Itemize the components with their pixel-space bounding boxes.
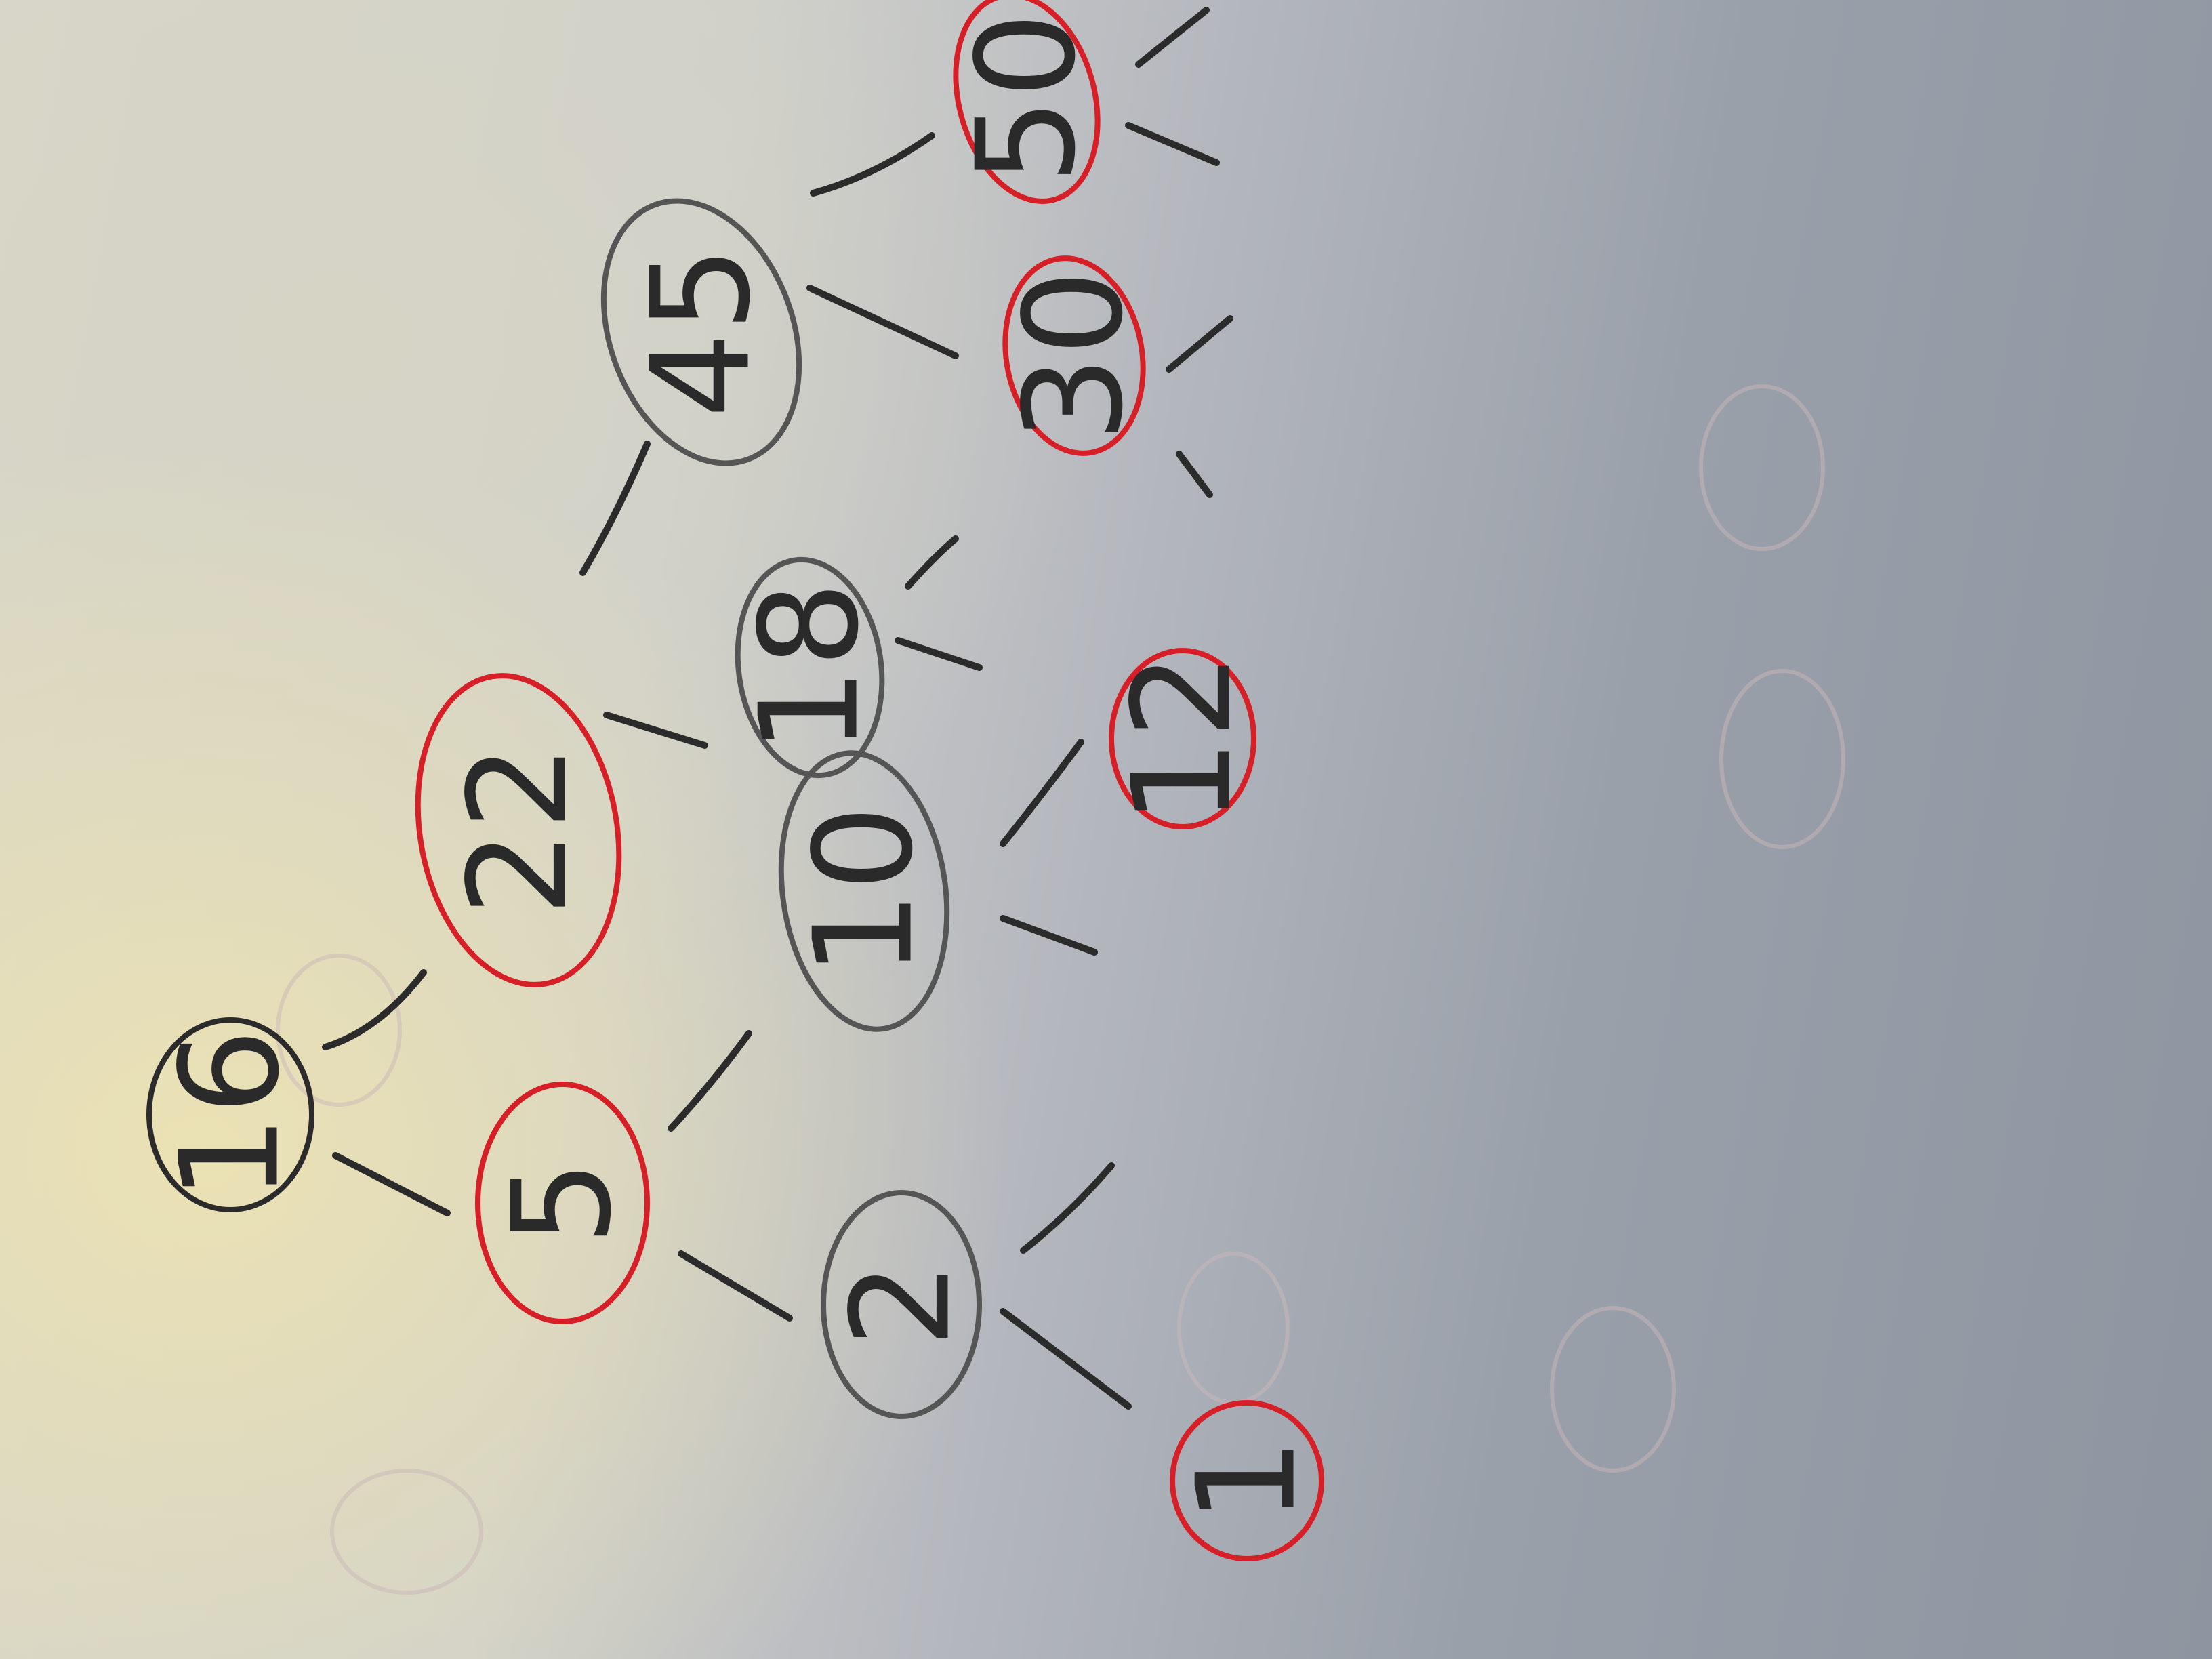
- node-10-circle: [778, 750, 950, 1032]
- node-5-label: 5: [484, 1160, 642, 1246]
- edge-30-stub-left: [1166, 315, 1233, 373]
- node-45-label: 45: [623, 246, 781, 419]
- node-22-label: 22: [440, 744, 598, 917]
- node-50-label: 50: [948, 12, 1106, 185]
- edge-22-45: [579, 441, 651, 576]
- node-2-circle: [821, 1190, 982, 1419]
- node-1-label: 1: [1168, 1437, 1326, 1523]
- edge-50-stub-left: [1135, 7, 1210, 68]
- edge-16-22: [322, 969, 427, 1050]
- edge-50-stub-right: [1125, 122, 1220, 166]
- node-12-label: 12: [1104, 653, 1262, 825]
- faint-backside-marks: [276, 384, 1845, 1595]
- node-18-circle: [735, 556, 885, 779]
- edge-5-2: [678, 1250, 793, 1322]
- node-12-circle: [1109, 648, 1256, 830]
- edge-5-10: [668, 1030, 752, 1132]
- tree-labels: 16 22 5 45 18 10 2 50 30 12 1: [152, 12, 1326, 1524]
- node-30-label: 30: [996, 270, 1153, 443]
- node-22-circle: [415, 673, 622, 987]
- edge-16-5: [332, 1152, 451, 1216]
- edge-2-stub: [1020, 1162, 1115, 1254]
- node-50-circle: [953, 0, 1101, 204]
- node-16-label: 16: [152, 1029, 310, 1202]
- node-45-circle: [600, 198, 802, 466]
- edge-45-30: [806, 285, 959, 359]
- edge-22-18: [603, 712, 708, 749]
- node-5-circle: [475, 1082, 650, 1324]
- edge-10-12: [1000, 739, 1084, 847]
- edge-18-stub-right: [895, 637, 983, 671]
- edge-45-50: [810, 132, 935, 197]
- node-30-circle: [1002, 255, 1146, 456]
- edge-18-stub-left: [905, 535, 959, 590]
- node-10-label: 10: [785, 805, 943, 978]
- node-1-circle: [1170, 1400, 1324, 1561]
- node-18-label: 18: [731, 581, 889, 754]
- edge-10-stub: [1000, 915, 1098, 956]
- edge-2-1: [1000, 1308, 1132, 1410]
- node-16-circle: [146, 1017, 314, 1212]
- tree-nodes: [146, 0, 1324, 1561]
- edge-30-stub-right: [1176, 451, 1213, 498]
- node-2-label: 2: [823, 1261, 981, 1347]
- tree-edges: [322, 7, 1233, 1410]
